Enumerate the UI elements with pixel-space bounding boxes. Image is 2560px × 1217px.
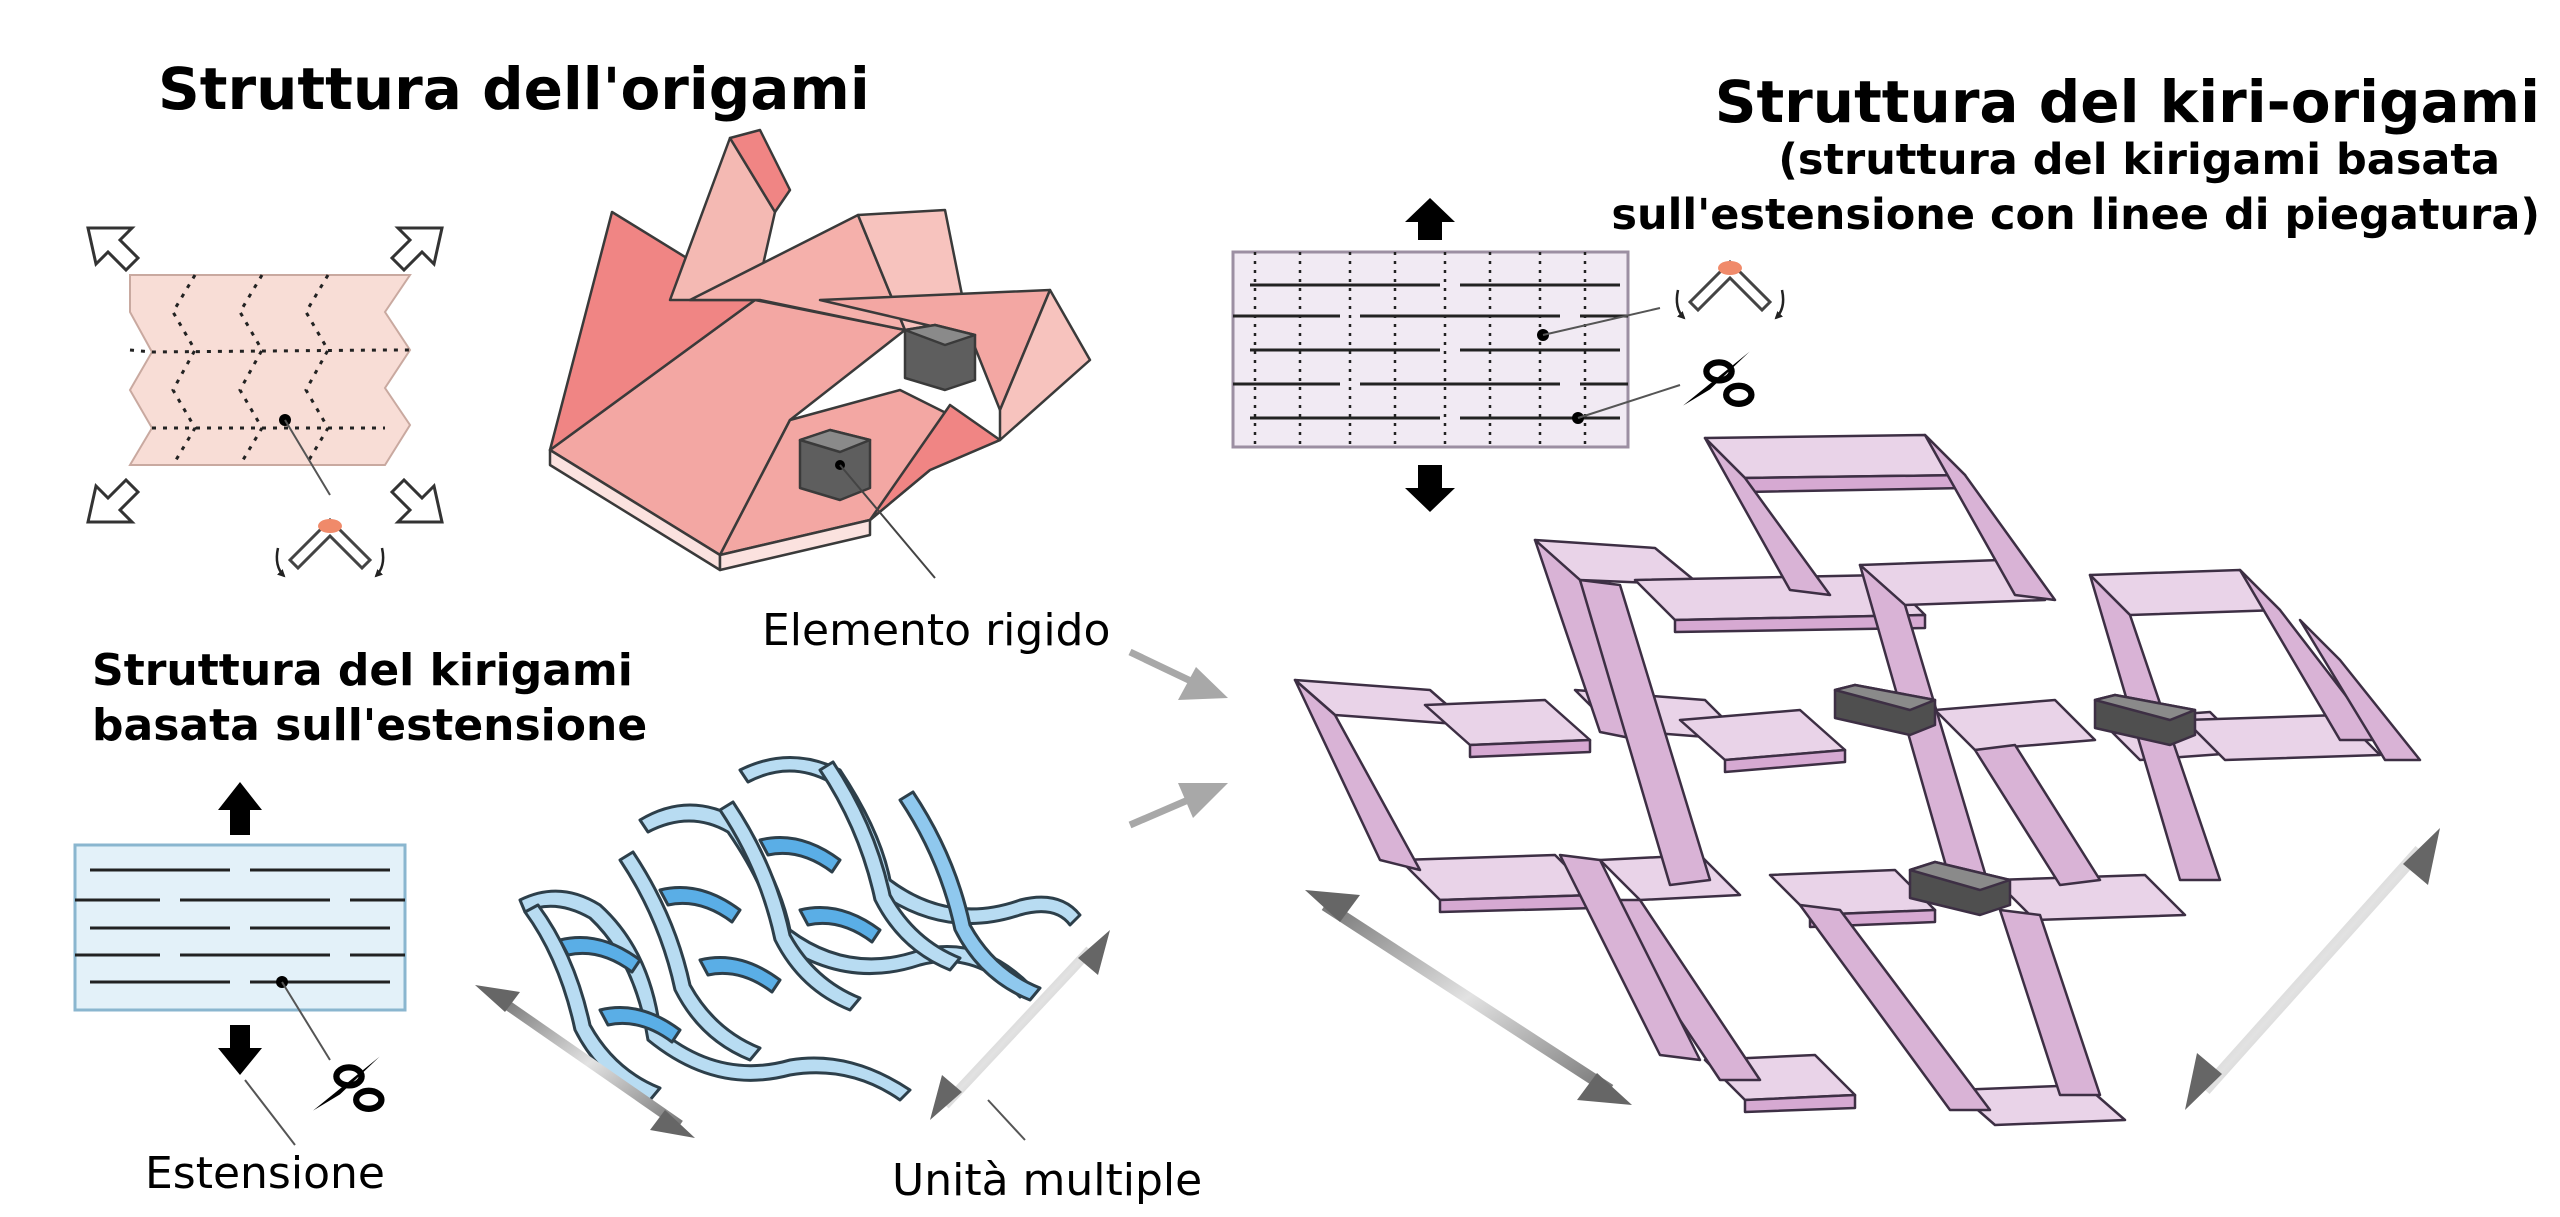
title-kiri-origami: Struttura del kiri-origami	[1714, 68, 2540, 136]
kirigami-stretch-arrow-right	[930, 930, 1110, 1120]
kiri-origami-pattern	[1231, 198, 1783, 512]
label-extension: Estensione	[145, 1148, 385, 1199]
kirigami-stretch-arrow-left	[475, 985, 695, 1138]
kiri-origami-stretch-arrow-left	[1305, 890, 1632, 1105]
kirigami-cut-pattern	[73, 782, 407, 1146]
title-kiri-origami-sub-2: sull'estensione con linee di piegatura)	[1611, 190, 2540, 240]
label-rigid-element: Elemento rigido	[762, 605, 1111, 656]
kiri-origami-stretch-arrow-right	[2185, 828, 2440, 1110]
multiple-units-leader	[987, 1099, 1026, 1141]
title-kiri-origami-sub-1: (struttura del kirigami basata	[1778, 135, 2500, 185]
title-kirigami-2: basata sull'estensione	[92, 700, 648, 751]
title-kirigami-1: Struttura del kirigami	[92, 645, 633, 696]
label-multiple-units: Unità multiple	[892, 1155, 1203, 1206]
stretch-arrows	[475, 828, 2440, 1138]
kiri-origami-3d-lattice	[1293, 433, 2422, 1127]
origami-fold-pattern	[86, 226, 444, 576]
origami-3d-structure	[548, 128, 1092, 579]
transition-arrows	[1128, 648, 1228, 829]
title-origami: Struttura dell'origami	[158, 55, 870, 123]
kirigami-3d-lattice	[518, 756, 1082, 1102]
